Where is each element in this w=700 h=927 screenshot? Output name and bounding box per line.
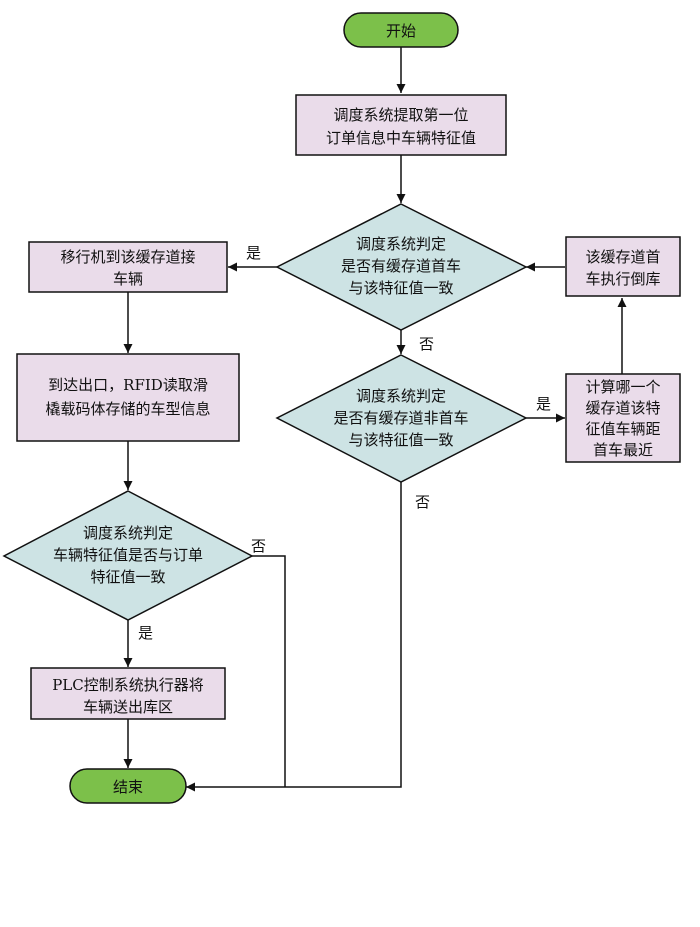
move-line-1: 移行机到该缓存道接	[60, 248, 195, 266]
edge-d2-no-end	[186, 482, 402, 792]
d2-line-3: 与该特征值一致	[348, 431, 453, 449]
extract-line-1: 调度系统提取第一位	[333, 106, 468, 124]
start-label: 开始	[386, 22, 416, 40]
edge-labels: 是 否 是 否 是 否	[138, 244, 551, 642]
edge-d3-no-end	[252, 555, 286, 787]
end-node: 结束	[69, 768, 187, 804]
d3-line-3: 特征值一致	[90, 568, 165, 586]
calc-line-1: 计算哪一个	[585, 378, 660, 396]
process-rfid-read: 到达出口，RFID读取滑 橇载码体存储的车型信息	[16, 353, 240, 442]
d3-line-2: 车辆特征值是否与订单	[53, 546, 203, 564]
label-d2-no: 否	[415, 493, 430, 511]
connectors	[123, 47, 627, 792]
label-d1-yes: 是	[246, 244, 261, 262]
process-reverse-lane: 该缓存道首 车执行倒库	[565, 236, 681, 297]
calc-line-4: 首车最近	[593, 441, 653, 459]
process-calc-nearest: 计算哪一个 缓存道该特 征值车辆距 首车最近	[565, 373, 681, 463]
d2-line-1: 调度系统判定	[356, 387, 446, 405]
end-label: 结束	[113, 778, 143, 796]
decision-nonhead-car-match: 调度系统判定 是否有缓存道非首车 与该特征值一致	[275, 354, 528, 483]
start-node: 开始	[343, 12, 459, 48]
process-move-to-lane: 移行机到该缓存道接 车辆	[28, 241, 228, 293]
calc-line-2: 缓存道该特	[585, 399, 660, 417]
move-line-2: 车辆	[113, 270, 143, 288]
d1-line-2: 是否有缓存道首车	[341, 257, 461, 275]
calc-line-3: 征值车辆距	[585, 420, 660, 438]
label-d3-no: 否	[251, 537, 266, 555]
process-extract-order: 调度系统提取第一位 订单信息中车辆特征值	[295, 94, 507, 156]
rfid-line-1: 到达出口，RFID读取滑	[48, 376, 208, 394]
reverse-line-1: 该缓存道首	[585, 248, 660, 266]
decision-head-car-match: 调度系统判定 是否有缓存道首车 与该特征值一致	[275, 203, 528, 331]
decision-vehicle-order-match: 调度系统判定 车辆特征值是否与订单 特征值一致	[2, 490, 254, 621]
d2-line-2: 是否有缓存道非首车	[333, 409, 468, 427]
reverse-line-2: 车执行倒库	[585, 270, 660, 288]
d3-line-1: 调度系统判定	[83, 524, 173, 542]
label-d3-yes: 是	[138, 624, 153, 642]
extract-line-2: 订单信息中车辆特征值	[326, 129, 476, 147]
process-plc-output: PLC控制系统执行器将 车辆送出库区	[30, 667, 226, 720]
label-d2-yes: 是	[536, 395, 551, 413]
plc-line-2: 车辆送出库区	[83, 698, 173, 716]
d1-line-3: 与该特征值一致	[348, 279, 453, 297]
plc-line-1: PLC控制系统执行器将	[52, 676, 204, 694]
d1-line-1: 调度系统判定	[356, 235, 446, 253]
label-d1-no: 否	[419, 335, 434, 353]
rfid-line-2: 橇载码体存储的车型信息	[45, 400, 210, 418]
